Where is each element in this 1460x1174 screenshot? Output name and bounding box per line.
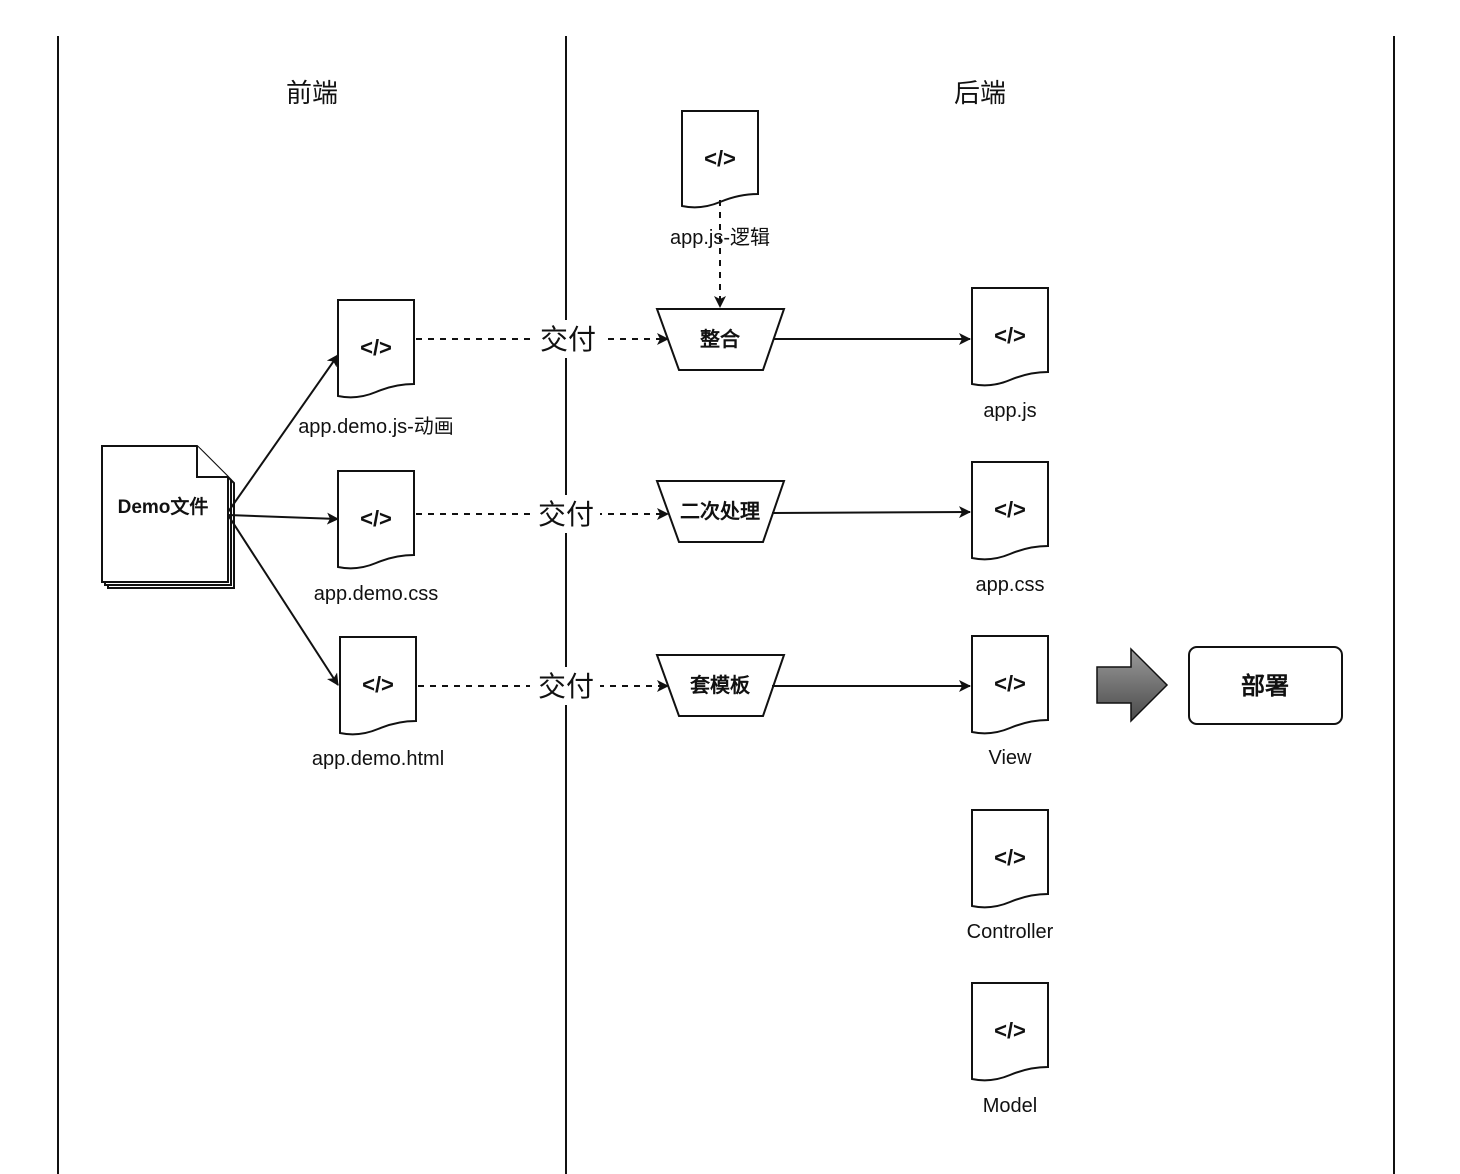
deploy-node: 部署 [1188, 646, 1343, 725]
process-template: 套模板 [655, 654, 786, 717]
backend-doc-model: </> Model [971, 982, 1049, 1117]
backend-doc-appcss-label: app.css [976, 574, 1045, 596]
big-arrow-icon [1096, 647, 1169, 723]
frontend-doc-css: </> app.demo.css [314, 470, 439, 605]
deliver-label-js: 交付 [540, 324, 596, 355]
frontend-doc-js-label: app.demo.js-动画 [298, 415, 454, 438]
process-secondary-label: 二次处理 [680, 499, 760, 523]
code-icon: </> [994, 497, 1026, 522]
code-icon: </> [994, 671, 1026, 696]
frontend-doc-css-label: app.demo.css [314, 583, 439, 605]
deliver-label-css: 交付 [538, 499, 594, 530]
logic-doc-label: app.js-逻辑 [670, 226, 770, 249]
process-merge-label: 整合 [699, 327, 741, 351]
arrow-demo-to-js [227, 354, 339, 513]
backend-doc-model-label: Model [983, 1095, 1037, 1117]
lane-title-frontend: 前端 [286, 78, 338, 108]
code-icon: </> [360, 506, 392, 531]
code-icon: </> [362, 672, 394, 697]
arrow-secondary-to-appcss [771, 506, 971, 519]
code-icon: </> [994, 845, 1026, 870]
frontend-doc-html-label: app.demo.html [312, 748, 444, 770]
code-icon: </> [994, 1018, 1026, 1043]
backend-doc-appjs: </> app.js [971, 287, 1049, 422]
backend-doc-controller-label: Controller [967, 921, 1054, 943]
deliver-label-html: 交付 [538, 671, 594, 702]
arrow-demo-to-css [227, 512, 339, 525]
code-icon: </> [360, 335, 392, 360]
backend-doc-view-label: View [989, 747, 1033, 769]
logic-doc: </> [681, 110, 759, 209]
frontend-doc-html: </> app.demo.html [312, 636, 444, 770]
backend-doc-view: </> View [971, 635, 1049, 769]
backend-doc-controller: </> Controller [967, 809, 1054, 943]
process-template-label: 套模板 [690, 673, 751, 697]
backend-doc-appjs-label: app.js [983, 400, 1036, 422]
code-icon: </> [994, 323, 1026, 348]
lane-title-backend: 后端 [954, 78, 1006, 108]
frontend-doc-js: </> app.demo.js-动画 [298, 299, 454, 438]
backend-doc-appcss: </> app.css [971, 461, 1049, 596]
demo-file-node: Demo文件 [101, 445, 235, 589]
process-secondary: 二次处理 [655, 480, 786, 543]
code-icon: </> [704, 146, 736, 171]
demo-file-label: Demo文件 [118, 495, 209, 518]
arrow-demo-to-html [227, 514, 339, 686]
process-merge: 整合 [655, 308, 786, 371]
deploy-label: 部署 [1241, 672, 1289, 700]
